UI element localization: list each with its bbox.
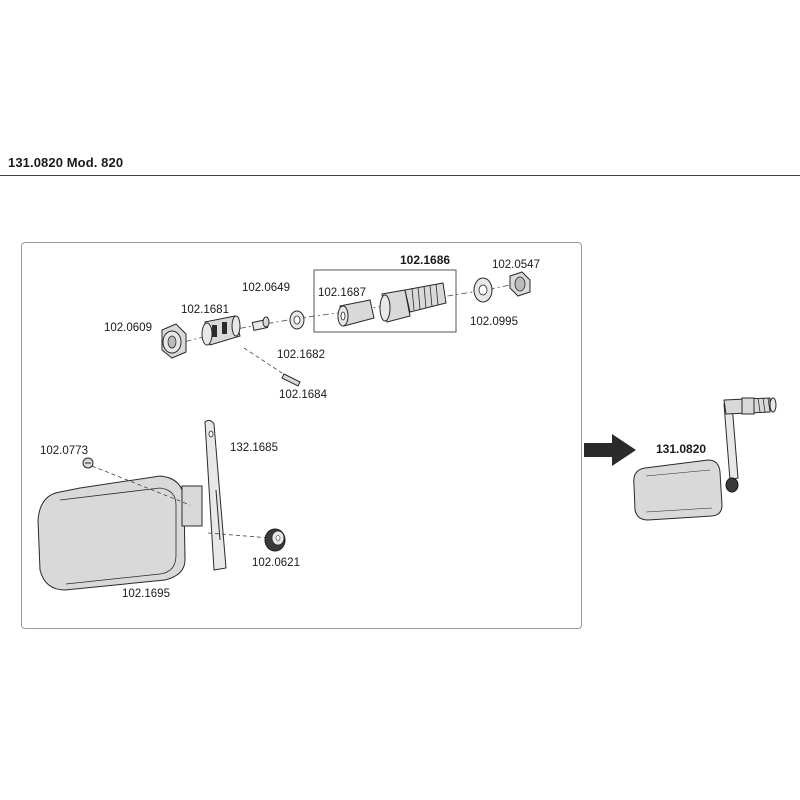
valve-body-102-1681 <box>201 315 241 346</box>
label-102-0995: 102.0995 <box>470 316 518 328</box>
label-102-1681: 102.1681 <box>181 304 229 316</box>
label-102-0649: 102.0649 <box>242 282 290 294</box>
label-131-0820: 131.0820 <box>656 442 706 456</box>
pin-102-1684 <box>243 347 301 387</box>
nut-102-0547 <box>509 271 531 297</box>
label-132-1685: 132.1685 <box>230 442 278 454</box>
header-divider <box>0 175 800 176</box>
threaded-body-102-1686 <box>379 282 447 323</box>
label-102-1687: 102.1687 <box>318 287 366 299</box>
label-102-1686: 102.1686 <box>400 253 450 267</box>
label-102-0547: 102.0547 <box>492 259 540 271</box>
insert-102-1687 <box>337 299 375 327</box>
label-102-1695: 102.1695 <box>122 588 170 600</box>
label-102-0609: 102.0609 <box>104 322 152 334</box>
nut-102-0609 <box>161 323 187 359</box>
screw-102-0773 <box>82 457 94 469</box>
assembled-unit-131-0820 <box>633 397 777 521</box>
float-102-1695 <box>37 465 203 591</box>
label-102-1684: 102.1684 <box>279 389 328 401</box>
float-arm-132-1685 <box>204 419 271 571</box>
label-102-0773: 102.0773 <box>40 445 88 457</box>
pin-102-1682 <box>251 316 270 331</box>
arrow-icon <box>584 434 636 466</box>
washer-102-0649 <box>289 310 305 330</box>
label-102-0621: 102.0621 <box>252 557 300 569</box>
page-title: 131.0820 Mod. 820 <box>8 155 124 170</box>
nut-102-0621 <box>264 528 286 552</box>
exploded-view-panel <box>21 242 582 629</box>
washer-102-0995 <box>473 277 493 303</box>
label-102-1682: 102.1682 <box>277 349 325 361</box>
group-box-102-1686 <box>313 269 457 333</box>
